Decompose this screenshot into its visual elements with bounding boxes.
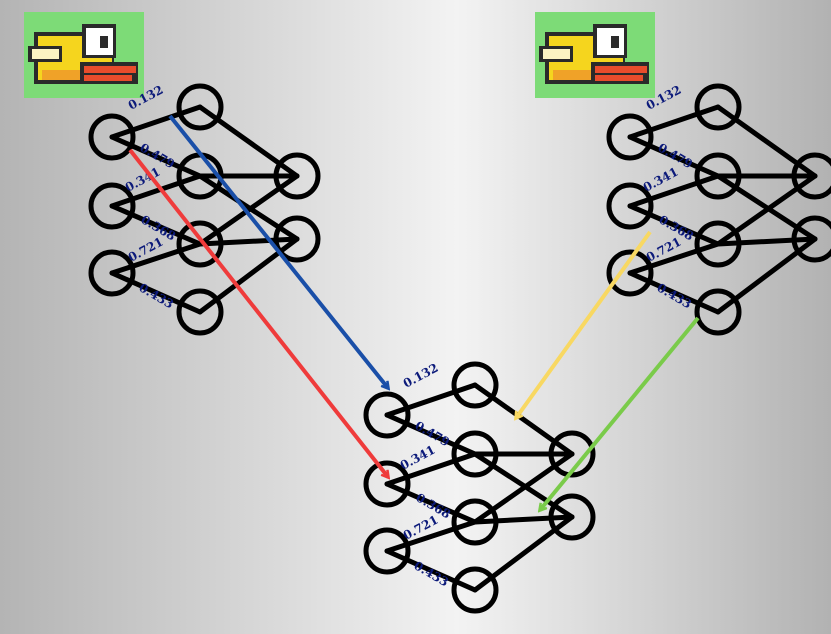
yellow-crossover-arrow — [516, 230, 652, 418]
hidden-output-edge — [472, 514, 575, 525]
hidden-output-edge — [197, 104, 300, 179]
input-hidden-edge — [627, 203, 721, 247]
input-node — [363, 460, 411, 508]
input-hidden-edge — [384, 548, 478, 593]
input-hidden-edge — [627, 241, 721, 276]
weight-label: 0.479 — [413, 418, 453, 449]
flappy-bird-icon — [535, 12, 655, 98]
output-node — [791, 152, 831, 200]
hidden-node — [694, 152, 742, 200]
blue-crossover-arrow — [168, 114, 388, 388]
input-node — [88, 249, 136, 297]
input-hidden-edge — [384, 481, 478, 525]
hidden-node — [694, 83, 742, 131]
input-hidden-edge — [627, 104, 721, 140]
flappy-bird-icon — [24, 12, 144, 98]
output-node — [548, 493, 596, 541]
input-node — [606, 113, 654, 161]
input-hidden-edge — [384, 451, 478, 487]
green-crossover-arrow — [540, 316, 700, 510]
hidden-output-edge — [715, 104, 818, 179]
hidden-node — [176, 220, 224, 268]
input-node — [363, 391, 411, 439]
hidden-output-edge — [197, 236, 300, 247]
input-hidden-edge — [384, 412, 478, 457]
input-node — [363, 527, 411, 575]
hidden-node — [451, 361, 499, 409]
hidden-output-edge — [472, 382, 575, 457]
hidden-node — [694, 220, 742, 268]
input-hidden-edge — [109, 241, 203, 276]
hidden-node — [176, 288, 224, 336]
input-hidden-edge — [109, 173, 203, 209]
input-node — [88, 182, 136, 230]
input-hidden-edge — [627, 270, 721, 315]
input-hidden-edge — [384, 382, 478, 418]
hidden-output-edge — [715, 236, 818, 315]
input-node — [606, 249, 654, 297]
hidden-node — [451, 430, 499, 478]
weight-label: 0.433 — [655, 280, 695, 311]
output-node — [273, 152, 321, 200]
hidden-output-edge — [715, 236, 818, 247]
hidden-node — [176, 83, 224, 131]
hidden-output-edge — [472, 514, 575, 593]
input-hidden-edge — [109, 270, 203, 315]
hidden-node — [451, 566, 499, 614]
input-hidden-edge — [109, 134, 203, 179]
output-node — [548, 430, 596, 478]
input-node — [606, 182, 654, 230]
weight-label: 0.132 — [401, 361, 441, 391]
hidden-node — [451, 498, 499, 546]
red-crossover-arrow — [128, 148, 388, 477]
output-node — [273, 215, 321, 263]
crossover-arrows — [128, 114, 700, 510]
input-hidden-edge — [109, 104, 203, 140]
input-hidden-edge — [627, 173, 721, 209]
weight-label: 0.479 — [656, 140, 696, 171]
weight-label: 0.433 — [412, 558, 452, 589]
input-hidden-edge — [109, 203, 203, 247]
output-node — [791, 215, 831, 263]
hidden-node — [694, 288, 742, 336]
weight-label: 0.433 — [137, 280, 177, 311]
input-hidden-edge — [627, 134, 721, 179]
input-hidden-edge — [384, 519, 478, 554]
input-node — [88, 113, 136, 161]
